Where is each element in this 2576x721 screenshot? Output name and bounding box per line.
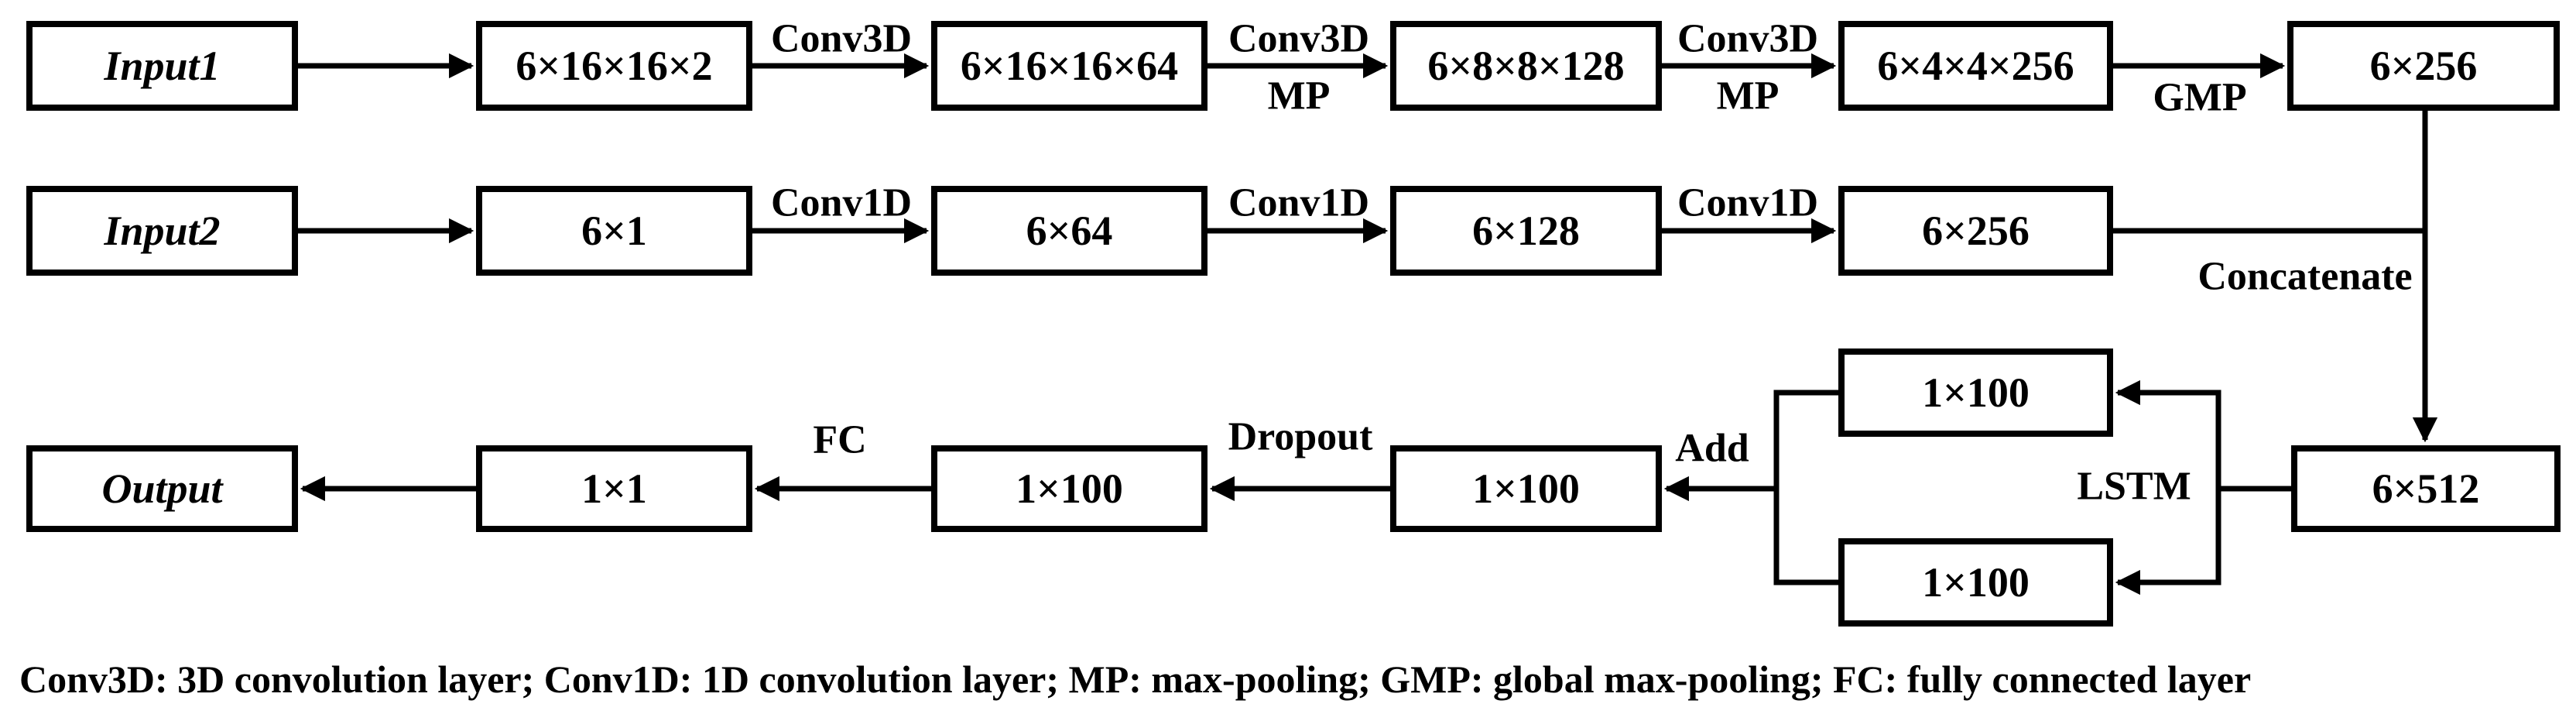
node-6x64: 6×64 xyxy=(931,186,1208,276)
edge-label-conv1d-1: Conv1D xyxy=(770,180,913,225)
node-6x128: 6×128 xyxy=(1390,186,1662,276)
node-6x8x8x128: 6×8×8×128 xyxy=(1390,21,1662,111)
edge-label-conv1d-2: Conv1D xyxy=(1228,180,1370,225)
edge-label-conv3d-2: Conv3D xyxy=(1228,16,1370,61)
caption: Conv3D: 3D convolution layer; Conv1D: 1D… xyxy=(19,657,2252,701)
edge-label-add: Add xyxy=(1675,426,1749,471)
edge-label-conv3d-1: Conv3D xyxy=(770,16,913,61)
node-6x16x16x64: 6×16×16×64 xyxy=(931,21,1208,111)
node-output: Output xyxy=(26,445,298,532)
node-6x16x16x2: 6×16×16×2 xyxy=(476,21,752,111)
edge-label-fc: FC xyxy=(813,417,867,462)
edge-label-lstm: LSTM xyxy=(2077,464,2191,509)
node-6x256-conv1d: 6×256 xyxy=(1838,186,2113,276)
node-6x256-gmp: 6×256 xyxy=(2287,21,2560,111)
edge-label-concatenate: Concatenate xyxy=(2197,254,2413,299)
edge-label-gmp: GMP xyxy=(2153,75,2247,120)
edge-label-conv3d-3: Conv3D xyxy=(1677,16,1819,61)
node-6x512: 6×512 xyxy=(2291,445,2561,532)
node-1x100-lstm-backward: 1×100 xyxy=(1838,538,2113,627)
edge-label-mp-2: MP xyxy=(1267,74,1331,118)
edge-label-mp-3: MP xyxy=(1716,74,1780,118)
node-6x4x4x256: 6×4×4×256 xyxy=(1838,21,2113,111)
edge-label-conv1d-3: Conv1D xyxy=(1677,180,1819,225)
node-1x100-lstm-forward: 1×100 xyxy=(1838,348,2113,437)
node-6x1: 6×1 xyxy=(476,186,752,276)
node-1x100-add-out: 1×100 xyxy=(1390,445,1662,532)
node-input1: Input1 xyxy=(26,21,298,111)
edge-label-dropout: Dropout xyxy=(1228,414,1373,459)
node-input2: Input2 xyxy=(26,186,298,276)
node-1x100-dropout-out: 1×100 xyxy=(931,445,1208,532)
node-1x1: 1×1 xyxy=(476,445,752,532)
